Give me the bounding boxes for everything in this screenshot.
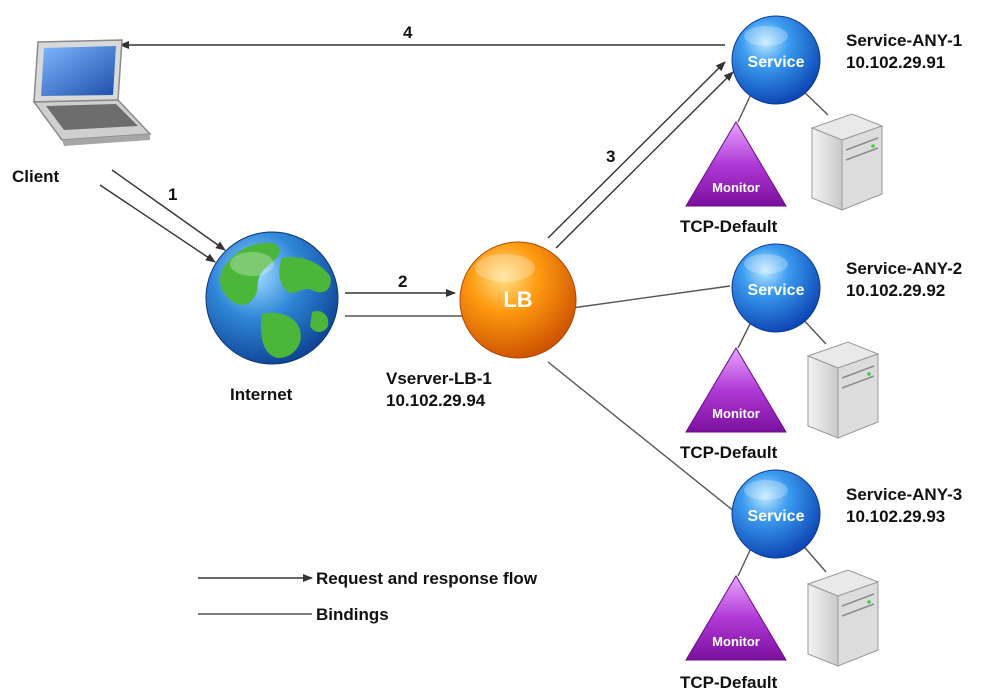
binding-service2-monitor: [737, 319, 753, 349]
service-1-sphere-icon: [731, 15, 821, 105]
service-3-icon-text: Service: [748, 508, 805, 525]
vserver-name: Vserver-LB-1: [386, 369, 492, 388]
service-3-group: Service Monitor: [685, 469, 880, 667]
binding-service1-monitor: [737, 91, 753, 123]
step-2-label: 2: [398, 272, 407, 291]
service-2-monitor-icon: [685, 347, 787, 433]
step-1-label: 1: [168, 185, 177, 204]
service-3-monitor-name: TCP-Default: [680, 673, 778, 692]
flow-arrows: [99, 41, 734, 297]
service-3-server-icon: [806, 569, 880, 667]
binding-lb-service-3: [547, 361, 736, 513]
service-3-monitor-icon: [685, 575, 787, 661]
service-3-sphere-icon: [731, 469, 821, 559]
binding-lb-service-2: [571, 285, 731, 309]
lb-icon-text: LB: [503, 287, 532, 312]
service-1-ip: 10.102.29.91: [846, 53, 945, 72]
service-2-server-icon: [806, 341, 880, 439]
service-2-icon-text: Service: [748, 282, 805, 299]
service-1-name: Service-ANY-1: [846, 31, 962, 50]
service-2-group: Service Monitor: [685, 243, 880, 439]
service-3-ip: 10.102.29.93: [846, 507, 945, 526]
service-2-monitor-text: Monitor: [712, 406, 760, 421]
service-1-monitor-text: Monitor: [712, 180, 760, 195]
service-2-ip: 10.102.29.92: [846, 281, 945, 300]
binding-service3-monitor: [737, 545, 753, 577]
legend: Request and response flow Bindings: [198, 569, 538, 624]
service-3-monitor-text: Monitor: [712, 634, 760, 649]
lb-sphere-icon: [459, 241, 577, 359]
legend-bindings-label: Bindings: [316, 605, 389, 624]
service-1-group: Service Monitor: [685, 15, 884, 211]
legend-flow-label: Request and response flow: [316, 569, 538, 588]
client-label: Client: [12, 167, 60, 186]
step-3-label: 3: [606, 147, 615, 166]
service-1-monitor-name: TCP-Default: [680, 217, 778, 236]
service-2-name: Service-ANY-2: [846, 259, 962, 278]
service-3-name: Service-ANY-3: [846, 485, 962, 504]
service-1-monitor-icon: [685, 121, 787, 207]
vserver-ip: 10.102.29.94: [386, 391, 486, 410]
arrow-3a: [547, 61, 726, 239]
globe-icon: [205, 231, 339, 365]
service-1-server-icon: [810, 113, 884, 211]
arrow-3b: [555, 71, 734, 249]
binding-lines: [345, 87, 829, 577]
service-2-monitor-name: TCP-Default: [680, 443, 778, 462]
arrow-1b: [111, 169, 226, 251]
arrow-1a: [99, 184, 216, 263]
laptop-icon: [32, 39, 152, 146]
service-2-sphere-icon: [731, 243, 821, 333]
step-4-label: 4: [403, 23, 413, 42]
service-1-icon-text: Service: [748, 54, 805, 71]
internet-label: Internet: [230, 385, 293, 404]
